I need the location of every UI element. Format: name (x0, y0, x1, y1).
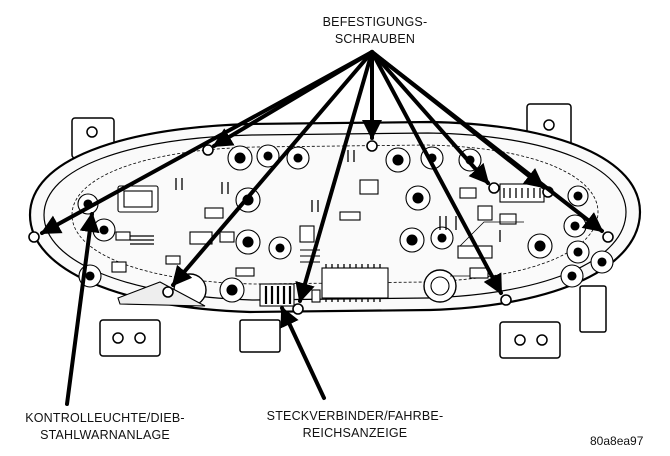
mounting-screws-label-line2: SCHRAUBEN (334, 32, 416, 46)
mounting-screws-label: BEFESTIGUNGS- SCHRAUBEN (305, 14, 445, 48)
connector-label: STECKVERBINDER/FAHRBE- REICHSANZEIGE (255, 408, 455, 442)
connector-label-line1: STECKVERBINDER/FAHRBE- (266, 409, 444, 423)
bottom-leader-arrows (65, 212, 326, 406)
indicator-lamp-label-line2: STAHLWARNANLAGE (40, 428, 170, 442)
mounting-tabs (71, 103, 607, 359)
connector-label-line2: REICHSANZEIGE (302, 426, 408, 440)
ic-pins-and-traces (130, 150, 541, 304)
indicator-lamp-label: KONTROLLEUCHTE/DIEB- STAHLWARNANLAGE (5, 410, 205, 444)
mounting-screws-label-line1: BEFESTIGUNGS- (322, 15, 428, 29)
indicator-lamp-label-line1: KONTROLLEUCHTE/DIEB- (25, 411, 185, 425)
figure-code: 80a8ea97 (590, 434, 644, 448)
screw-leader-arrows (40, 50, 604, 303)
